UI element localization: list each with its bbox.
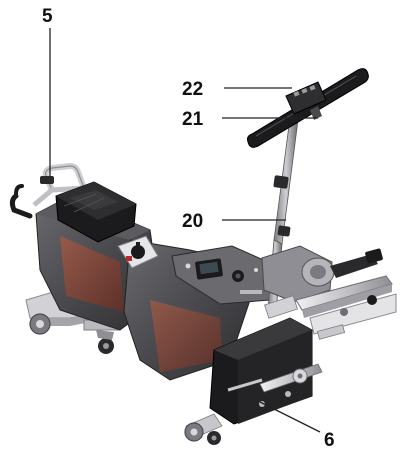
front-guide-rail [295,275,397,340]
callout-22: 22 [182,79,203,100]
hot-air-unit [261,245,383,303]
front-wheels [184,413,223,445]
callout-5: 5 [42,6,53,27]
callout-21: 21 [182,109,204,130]
top-cover-block [55,181,137,243]
rear-handle-frame [9,163,100,219]
leader-line-6 [259,401,321,433]
callout-20: 20 [182,211,203,232]
callout-6: 6 [324,430,335,451]
t-handle [247,68,369,148]
nozzle-assembly [209,295,323,425]
switch-box [117,235,159,269]
